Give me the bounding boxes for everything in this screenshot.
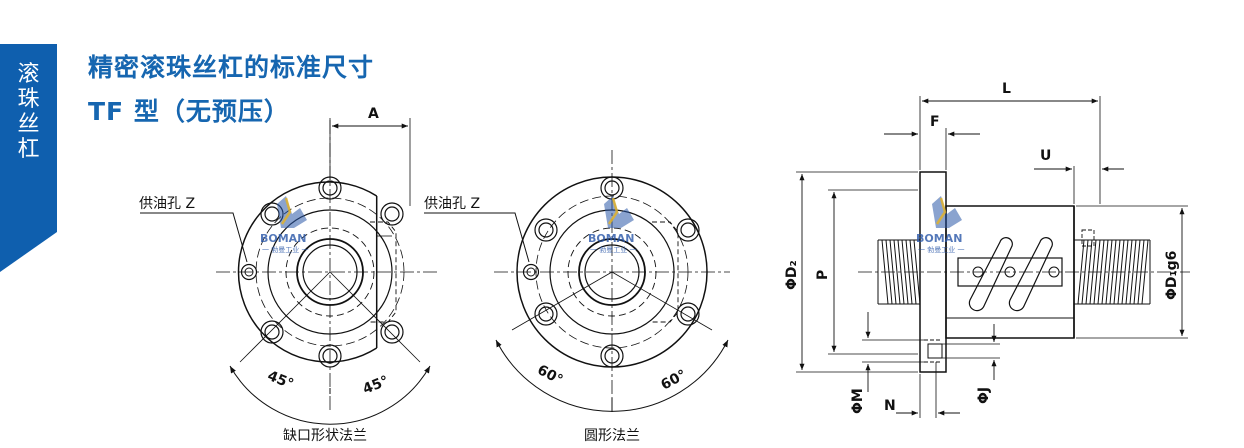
side-tab: 滚 珠 丝 杠 — [0, 44, 57, 274]
oil-hole-label-left: 供油孔 Z — [139, 196, 195, 212]
side-tab-char: 滚 — [17, 62, 40, 87]
caption-notched-flange: 缺口形状法兰 — [283, 428, 367, 444]
dim-j-label: ΦJ — [976, 387, 992, 404]
side-tab-shape — [0, 44, 57, 272]
screw-right — [1074, 239, 1151, 305]
watermark-brand: BOMAN — [588, 232, 634, 245]
dim-m-label: ΦM — [850, 388, 866, 414]
side-tab-char: 珠 — [17, 87, 40, 112]
watermark-sub: 一 勃曼工业 一 — [918, 245, 964, 254]
watermark-logo: BOMAN 一 勃曼工业 一 — [916, 196, 964, 254]
dim-u-label: U — [1040, 148, 1051, 164]
dim-d1-label: ΦD₁g6 — [1164, 251, 1180, 300]
notched-flange-view — [140, 118, 438, 425]
page-title: 精密滚珠丝杠的标准尺寸 — [88, 53, 375, 82]
caption-round-flange: 圆形法兰 — [584, 428, 640, 444]
page-subtitle: TF 型（无预压） — [88, 97, 290, 126]
angle-label-left-1: 45° — [265, 368, 296, 393]
watermark-brand: BOMAN — [916, 232, 962, 245]
dim-p-label: P — [815, 270, 831, 280]
watermark-logo: BOMAN 一 勃曼工业 一 — [260, 196, 308, 254]
watermark-sub: 一 勃曼工业 一 — [590, 245, 636, 254]
side-tab-char: 杠 — [17, 137, 40, 162]
dim-f-label: F — [930, 114, 940, 130]
oil-hole-label-mid: 供油孔 Z — [424, 196, 480, 212]
side-view — [796, 96, 1190, 418]
dim-n-label: N — [884, 398, 896, 414]
dim-l-label: L — [1002, 81, 1011, 97]
screw-left — [877, 239, 921, 305]
watermark-sub: 一 勃曼工业 一 — [262, 245, 308, 254]
side-tab-char: 丝 — [17, 112, 40, 137]
watermark-logo: BOMAN 一 勃曼工业 一 — [588, 196, 636, 254]
round-flange-view — [424, 150, 730, 412]
dim-a-label: A — [368, 106, 379, 122]
dim-d2-label: ΦD₂ — [784, 260, 800, 290]
angle-label-left-2: 45° — [361, 373, 392, 398]
angle-label-mid-1: 60° — [534, 362, 565, 389]
watermark-brand: BOMAN — [260, 232, 306, 245]
